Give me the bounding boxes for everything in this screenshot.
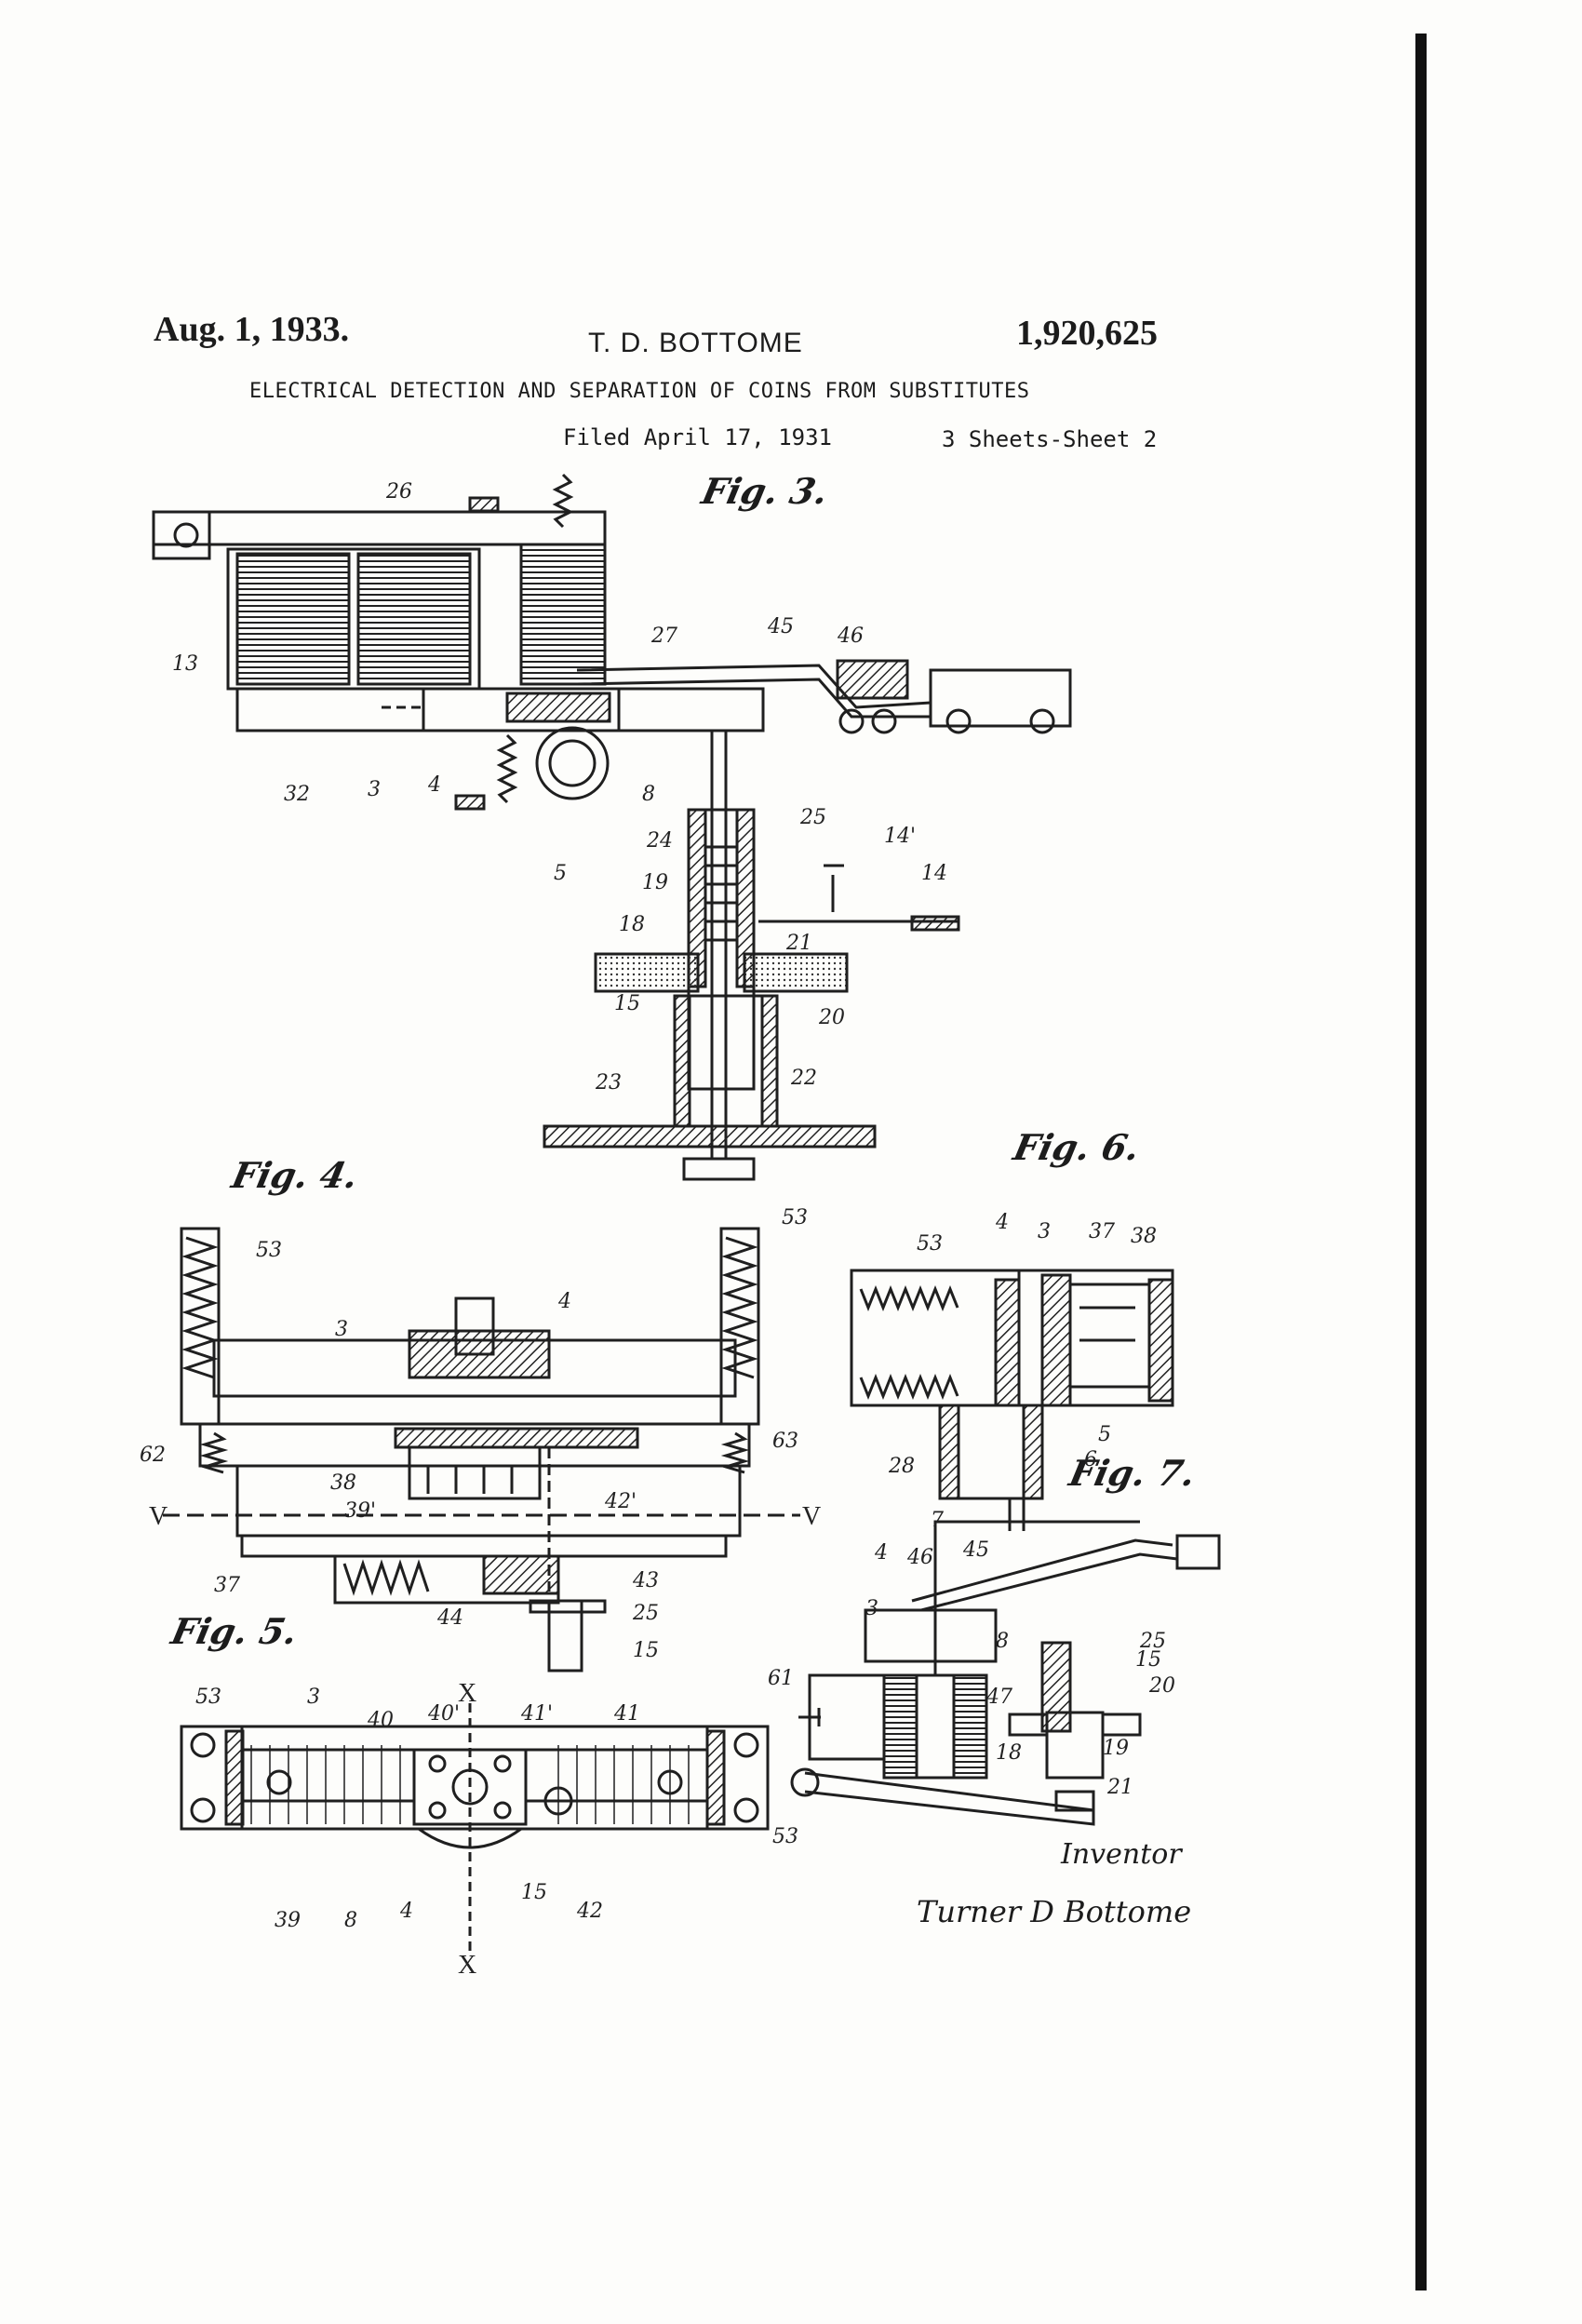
- inventor-label: Inventor: [1061, 1838, 1182, 1871]
- fig7-ref-numeral: 4: [874, 1541, 888, 1565]
- patent-title: ELECTRICAL DETECTION AND SEPARATION OF C…: [249, 380, 1030, 403]
- fig3-ref-numeral: 27: [650, 625, 677, 648]
- fig6-ref-numeral: 3: [1038, 1220, 1051, 1243]
- fig7-ref-numeral: 8: [996, 1630, 1009, 1653]
- fig3-ref-numeral: 25: [799, 806, 826, 829]
- fig3-ref-numeral: 4: [427, 773, 441, 797]
- fig6-ref-numeral: 38: [1131, 1225, 1157, 1248]
- fig6-drawing: [850, 1269, 1174, 1531]
- fig3-ref-numeral: 46: [837, 625, 864, 648]
- fig7-ref-numeral: 61: [768, 1667, 794, 1690]
- fig6-ref-numeral: 53: [917, 1232, 943, 1256]
- sheet-count: 3 Sheets-Sheet 2: [942, 426, 1158, 452]
- fig7-ref-numeral: 47: [985, 1686, 1012, 1709]
- fig4-ref-numeral: 53: [256, 1239, 282, 1262]
- fig5-ref-numeral: 53: [772, 1825, 798, 1848]
- fig6-ref-numeral: 6: [1084, 1448, 1097, 1471]
- fig5-ref-numeral: 42: [576, 1900, 603, 1923]
- fig7-ref-numeral: 19: [1103, 1737, 1129, 1760]
- fig5-ref-numeral: 3: [307, 1686, 320, 1709]
- fig4-ref-numeral: 4: [557, 1290, 571, 1313]
- fig6-ref-numeral: 37: [1089, 1220, 1115, 1243]
- filing-date: Filed April 17, 1931: [563, 424, 832, 450]
- fig4-ref-numeral: 3: [335, 1318, 348, 1341]
- fig7-ref-numeral: 3: [865, 1597, 878, 1620]
- fig6-ref-numeral: 4: [995, 1211, 1009, 1234]
- section-mark-v-right: V: [802, 1502, 821, 1531]
- fig3-ref-numeral: 14: [921, 862, 947, 885]
- fig5-ref-numeral: 53: [195, 1686, 221, 1709]
- fig7-ref-numeral: 21: [1106, 1776, 1133, 1799]
- fig6-ref-numeral: 28: [888, 1455, 915, 1478]
- fig3-drawing: [152, 473, 1072, 1181]
- fig3-ref-numeral: 26: [385, 480, 412, 504]
- fig3-ref-numeral: 20: [818, 1006, 845, 1029]
- fig5-ref-numeral: 40: [367, 1709, 394, 1732]
- fig3-ref-numeral: 19: [642, 871, 668, 894]
- patent-date: Aug. 1, 1933.: [154, 310, 350, 349]
- fig7-ref-numeral: 20: [1148, 1674, 1175, 1698]
- section-mark-x-top: X: [458, 1679, 476, 1708]
- fig3-ref-numeral: 14': [884, 825, 916, 848]
- fig4-ref-numeral: 15: [633, 1639, 659, 1662]
- inventor-signature: Turner D Bottome: [917, 1894, 1192, 1929]
- fig5-ref-numeral: 40': [427, 1702, 460, 1726]
- fig5-ref-numeral: 4: [399, 1900, 413, 1923]
- inventor-name: T. D. BOTTOME: [588, 328, 803, 358]
- fig3-ref-numeral: 18: [619, 913, 645, 936]
- fig4-ref-numeral: 62: [140, 1444, 166, 1467]
- fig3-ref-numeral: 15: [614, 992, 640, 1015]
- fig4-ref-numeral: 43: [632, 1569, 659, 1592]
- fig7-ref-numeral: 45: [962, 1538, 989, 1562]
- fig3-ref-numeral: 3: [368, 778, 381, 801]
- fig4-ref-numeral: 39': [344, 1499, 376, 1523]
- fig3-ref-numeral: 5: [554, 862, 567, 885]
- fig3-ref-numeral: 23: [595, 1071, 622, 1095]
- section-mark-x-bottom: X: [458, 1951, 476, 1980]
- patent-number: 1,920,625: [1016, 314, 1158, 353]
- fig6-ref-numeral: 5: [1098, 1423, 1111, 1446]
- fig5-ref-numeral: 39: [275, 1909, 301, 1932]
- scan-edge-rule: [1415, 34, 1427, 2290]
- fig3-ref-numeral: 22: [790, 1067, 817, 1090]
- fig3-ref-numeral: 8: [642, 783, 655, 806]
- fig4-drawing: [163, 1227, 800, 1672]
- section-mark-v-left: V: [149, 1502, 168, 1531]
- fig6-ref-numeral: 7: [931, 1509, 944, 1532]
- fig4-ref-numeral: 38: [330, 1471, 356, 1495]
- fig4-ref-numeral: 42': [604, 1490, 637, 1513]
- fig3-ref-numeral: 32: [284, 783, 310, 806]
- fig4-ref-numeral: 53: [782, 1206, 808, 1229]
- fig3-ref-numeral: 24: [646, 829, 673, 853]
- fig3-ref-numeral: 45: [767, 615, 794, 638]
- fig3-ref-numeral: 13: [172, 652, 198, 676]
- fig4-ref-numeral: 63: [772, 1430, 798, 1453]
- fig5-ref-numeral: 41': [520, 1702, 553, 1726]
- fig5-ref-numeral: 15: [521, 1881, 547, 1904]
- fig7-drawing: [790, 1520, 1221, 1826]
- fig7-ref-numeral: 15: [1135, 1648, 1161, 1672]
- fig4-ref-numeral: 25: [632, 1602, 659, 1625]
- fig7-ref-numeral: 25: [1139, 1630, 1166, 1653]
- fig7-ref-numeral: 18: [996, 1741, 1022, 1765]
- fig3-ref-numeral: 21: [785, 932, 812, 955]
- fig5-ref-numeral: 8: [344, 1909, 357, 1932]
- fig7-ref-numeral: 46: [906, 1546, 933, 1569]
- fig4-ref-numeral: 44: [436, 1606, 463, 1630]
- fig4-ref-numeral: 37: [214, 1574, 240, 1597]
- fig5-ref-numeral: 41: [613, 1702, 640, 1726]
- fig5-drawing: [180, 1703, 770, 1955]
